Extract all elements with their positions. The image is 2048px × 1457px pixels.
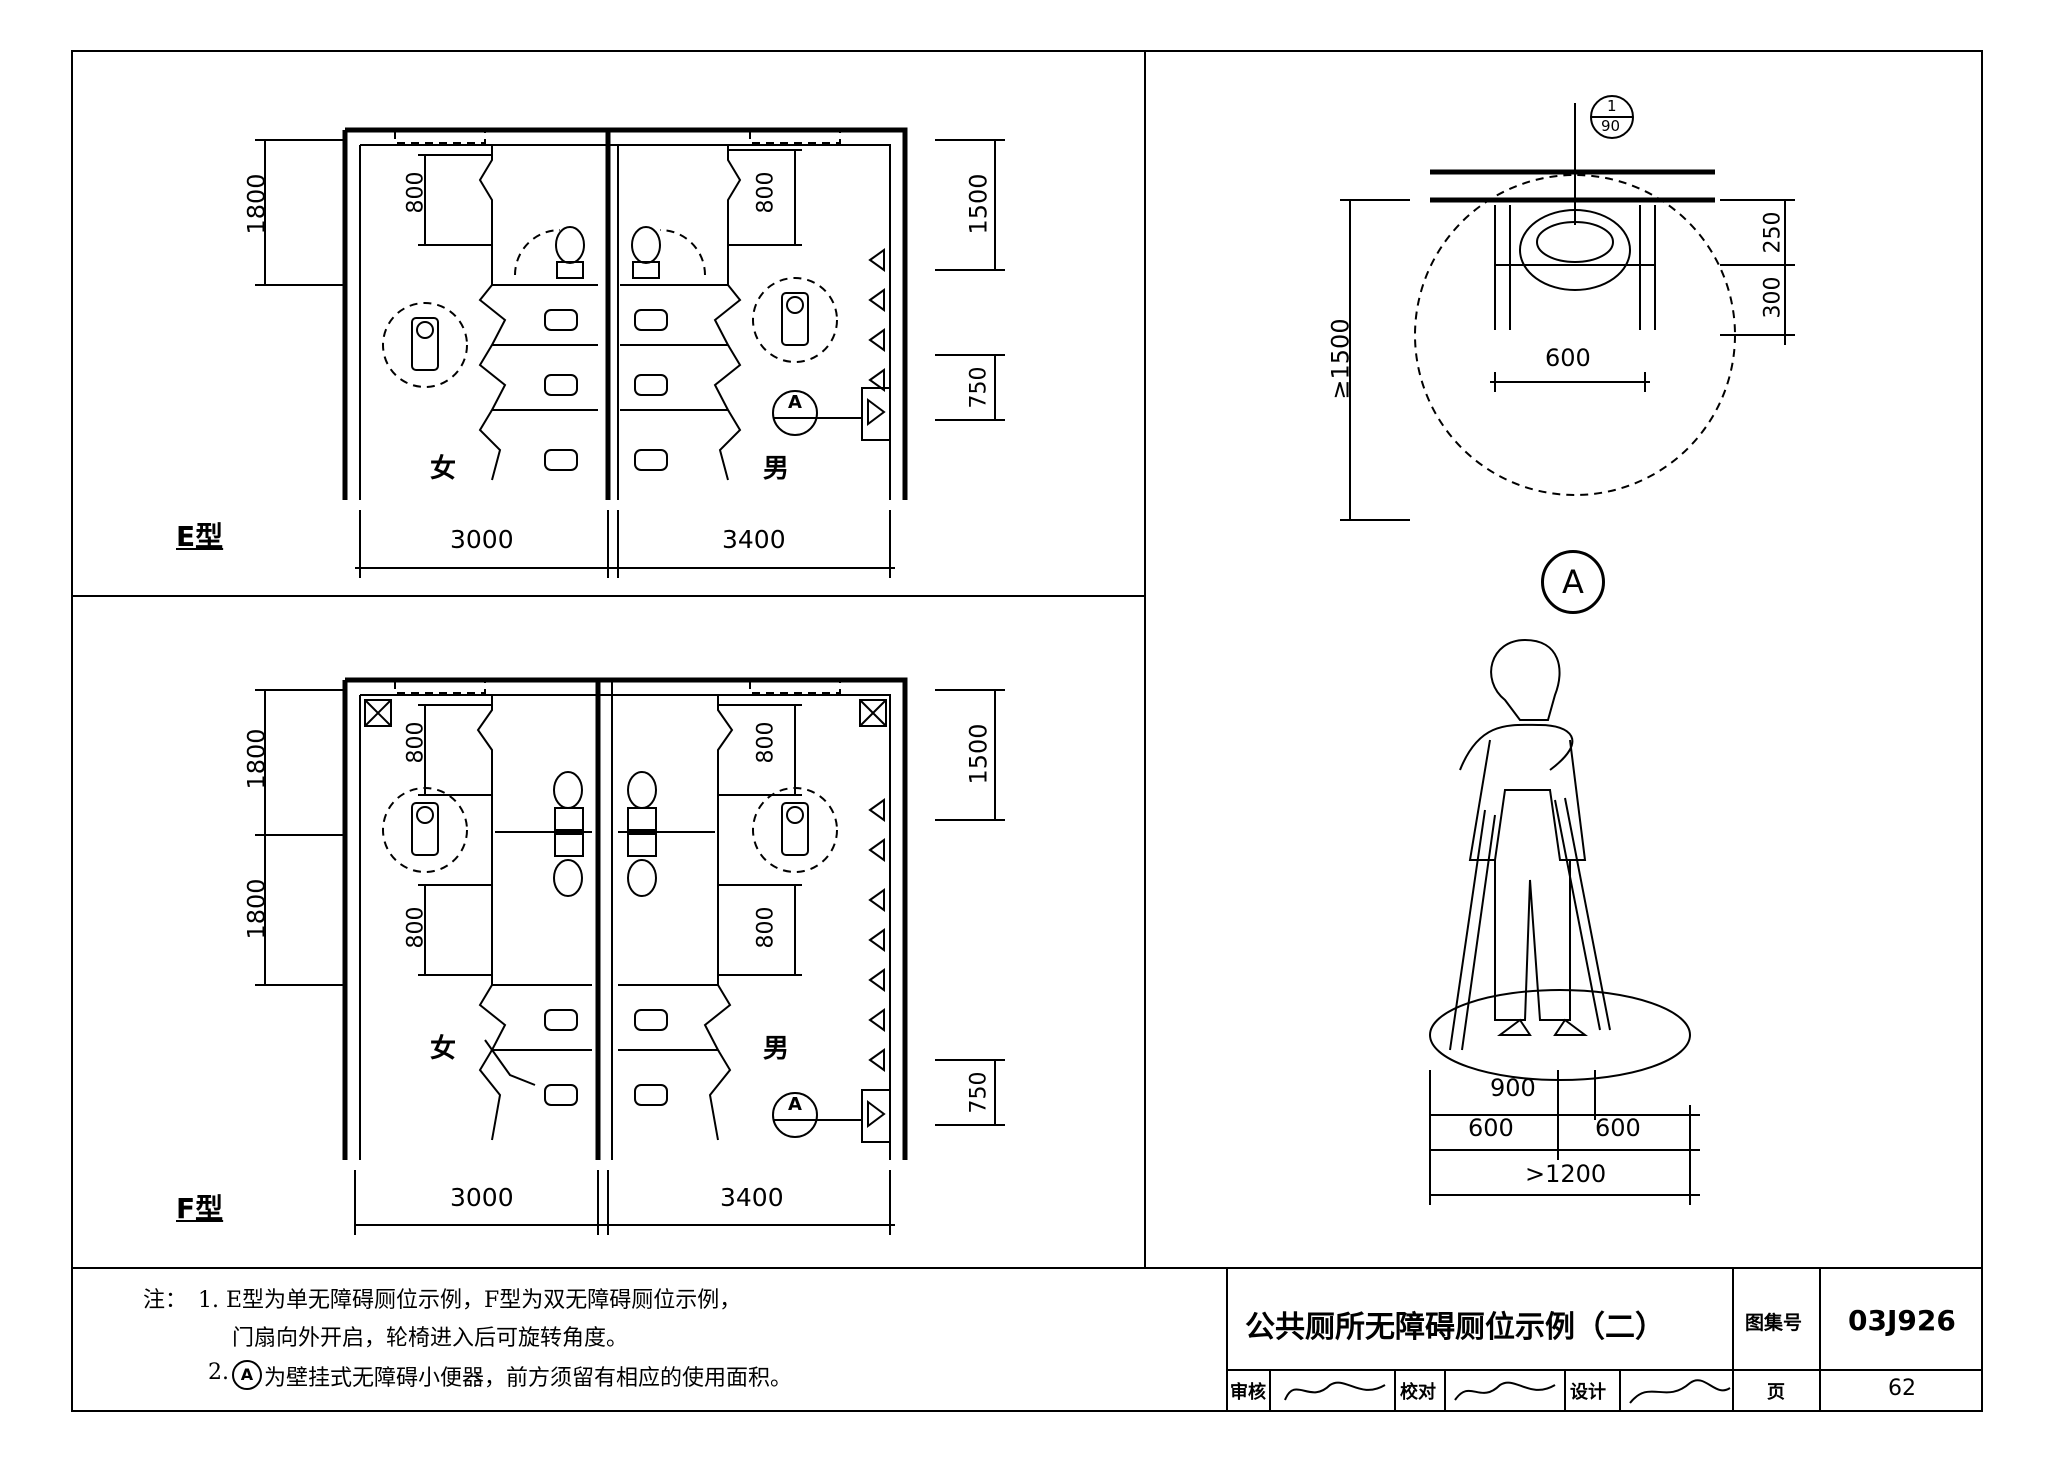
sheet-title: 公共厕所无障碍厕位示例（二） (1245, 1310, 1665, 1345)
atlas-label: 图集号 (1745, 1312, 1803, 1334)
crutch-user-figure (1429, 638, 1700, 1205)
e-type-label: E型 (176, 520, 224, 553)
page-number: 62 (1888, 1376, 1916, 1401)
title-block (1226, 1268, 1982, 1411)
e-type-plan (255, 127, 1005, 578)
f-type-plan (255, 677, 1005, 1235)
crutch-dim-600-right: 600 (1595, 1114, 1641, 1142)
e-dim-3400: 3400 (722, 525, 786, 554)
check-label: 校对 (1400, 1382, 1436, 1403)
f-dim-800-tl: 800 (403, 721, 429, 764)
f-dim-800-tr: 800 (753, 721, 779, 764)
e-dim-1800: 1800 (242, 173, 271, 235)
e-urinal-callout: A (788, 392, 802, 413)
notes-line-3-num: 2. (208, 1360, 229, 1385)
e-women-label: 女 (430, 454, 457, 484)
f-dim-1800-top: 1800 (242, 728, 271, 790)
notes-line-1: 1. E型为单无障碍厕位示例，F型为双无障碍厕位示例， (198, 1288, 742, 1313)
f-dim-750: 750 (966, 1071, 992, 1114)
sheet-border (71, 50, 1983, 1412)
detail-a-urinal (1340, 103, 1795, 521)
detail-dim-250: 250 (1760, 211, 1786, 254)
detail-dim-600: 600 (1545, 344, 1591, 372)
review-label: 审核 (1230, 1382, 1266, 1403)
section-ref-symbol: 1 90 (1590, 95, 1634, 139)
e-dim-3000: 3000 (450, 525, 514, 554)
notes-line-3: 为壁挂式无障碍小便器，前方须留有相应的使用面积。 (264, 1366, 793, 1391)
f-type-label: F型 (176, 1192, 224, 1225)
f-dim-3000: 3000 (450, 1183, 514, 1212)
page-label: 页 (1767, 1382, 1785, 1403)
crutch-dim-600-left: 600 (1468, 1114, 1514, 1142)
detail-a-label: A (1541, 550, 1605, 614)
crutch-dim-900: 900 (1490, 1074, 1536, 1102)
section-ref-top: 1 (1607, 97, 1617, 115)
e-men-label: 男 (763, 454, 790, 484)
f-men-label: 男 (763, 1034, 790, 1064)
detail-dim-300: 300 (1760, 276, 1786, 319)
e-dim-800-right: 800 (753, 171, 779, 214)
crutch-dim-1200: >1200 (1525, 1160, 1607, 1188)
f-dim-3400: 3400 (720, 1183, 784, 1212)
f-urinal-callout: A (788, 1094, 802, 1115)
e-dim-750: 750 (966, 366, 992, 409)
notes-line-2: 门扇向外开启，轮椅进入后可旋转角度。 (232, 1326, 629, 1351)
section-ref-bottom: 90 (1601, 117, 1621, 135)
f-dim-1500: 1500 (964, 723, 993, 785)
notes-circle-a: A (232, 1360, 262, 1390)
f-dim-800-bl: 800 (403, 906, 429, 949)
f-women-label: 女 (430, 1034, 457, 1064)
e-dim-800-left: 800 (403, 171, 429, 214)
detail-dim-1500: ≥1500 (1326, 318, 1355, 400)
f-dim-800-br: 800 (753, 906, 779, 949)
e-dim-1500: 1500 (964, 173, 993, 235)
design-label: 设计 (1570, 1382, 1606, 1403)
notes-prefix: 注： (143, 1288, 188, 1313)
atlas-number: 03J926 (1848, 1304, 1956, 1337)
f-dim-1800-bottom: 1800 (242, 878, 271, 940)
